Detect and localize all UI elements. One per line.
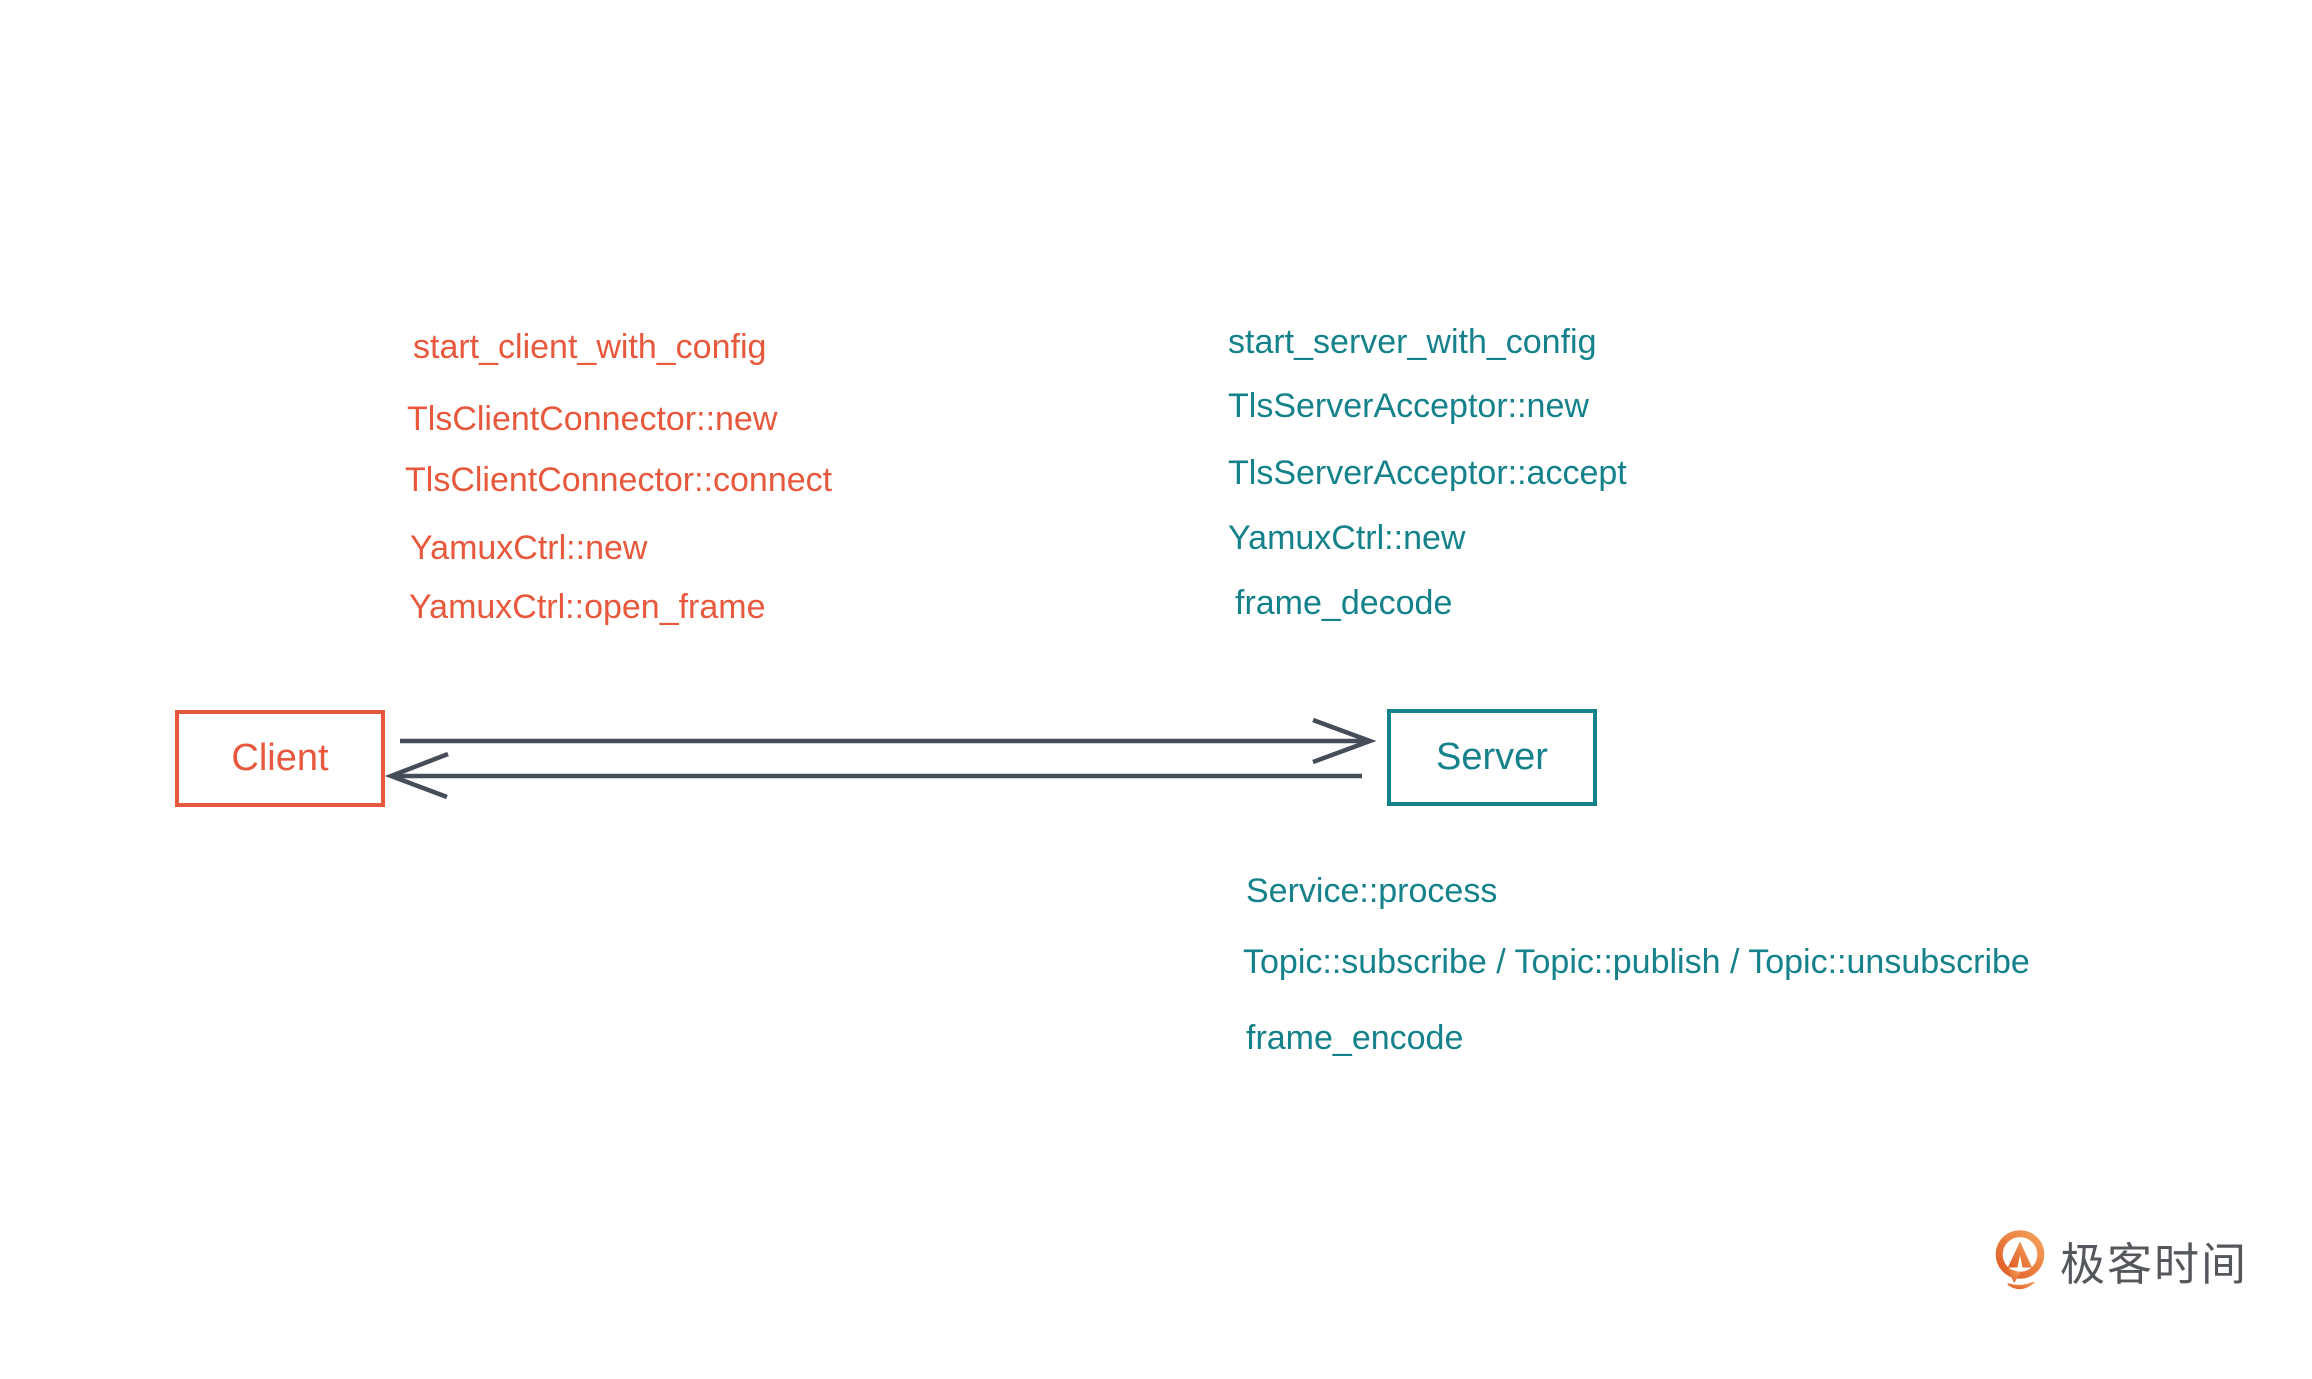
server-call-tlsserveracceptor-accept: TlsServerAcceptor::accept (1228, 454, 1627, 492)
request-arrow (400, 717, 1377, 765)
server-call-frame-encode: frame_encode (1246, 1019, 1464, 1057)
server-call-topic-subscribe-publish-unsubscribe: Topic::subscribe / Topic::publish / Topi… (1243, 943, 2030, 981)
server-call-yamuxctrl-new: YamuxCtrl::new (1228, 519, 1466, 557)
server-call-service-process: Service::process (1246, 872, 1498, 910)
server-call-tlsserveracceptor-new: TlsServerAcceptor::new (1228, 387, 1589, 425)
server-node-label: Server (1436, 736, 1548, 778)
client-call-tlsclientconnector-new: TlsClientConnector::new (407, 400, 778, 438)
arrowhead-left-icon (384, 751, 449, 800)
server-call-frame-decode: frame_decode (1235, 584, 1453, 622)
geektime-logo: 极客时间 (1994, 1228, 2248, 1300)
client-node-label: Client (231, 737, 329, 779)
client-call-yamuxctrl-open-frame: YamuxCtrl::open_frame (409, 588, 766, 626)
geektime-logo-icon (1995, 1230, 2045, 1290)
arrowhead-right-icon (1312, 717, 1377, 765)
client-node-box: Client (175, 710, 385, 807)
client-server-arrows (384, 717, 1377, 800)
client-call-yamuxctrl-new: YamuxCtrl::new (410, 529, 648, 567)
server-node-box: Server (1387, 709, 1597, 806)
client-call-start-client-with-config: start_client_with_config (413, 328, 767, 366)
response-arrow (384, 751, 1362, 800)
server-call-start-server-with-config: start_server_with_config (1228, 323, 1597, 361)
client-call-tlsclientconnector-connect: TlsClientConnector::connect (405, 461, 833, 499)
geektime-logo-text: 极客时间 (2060, 1238, 2249, 1290)
